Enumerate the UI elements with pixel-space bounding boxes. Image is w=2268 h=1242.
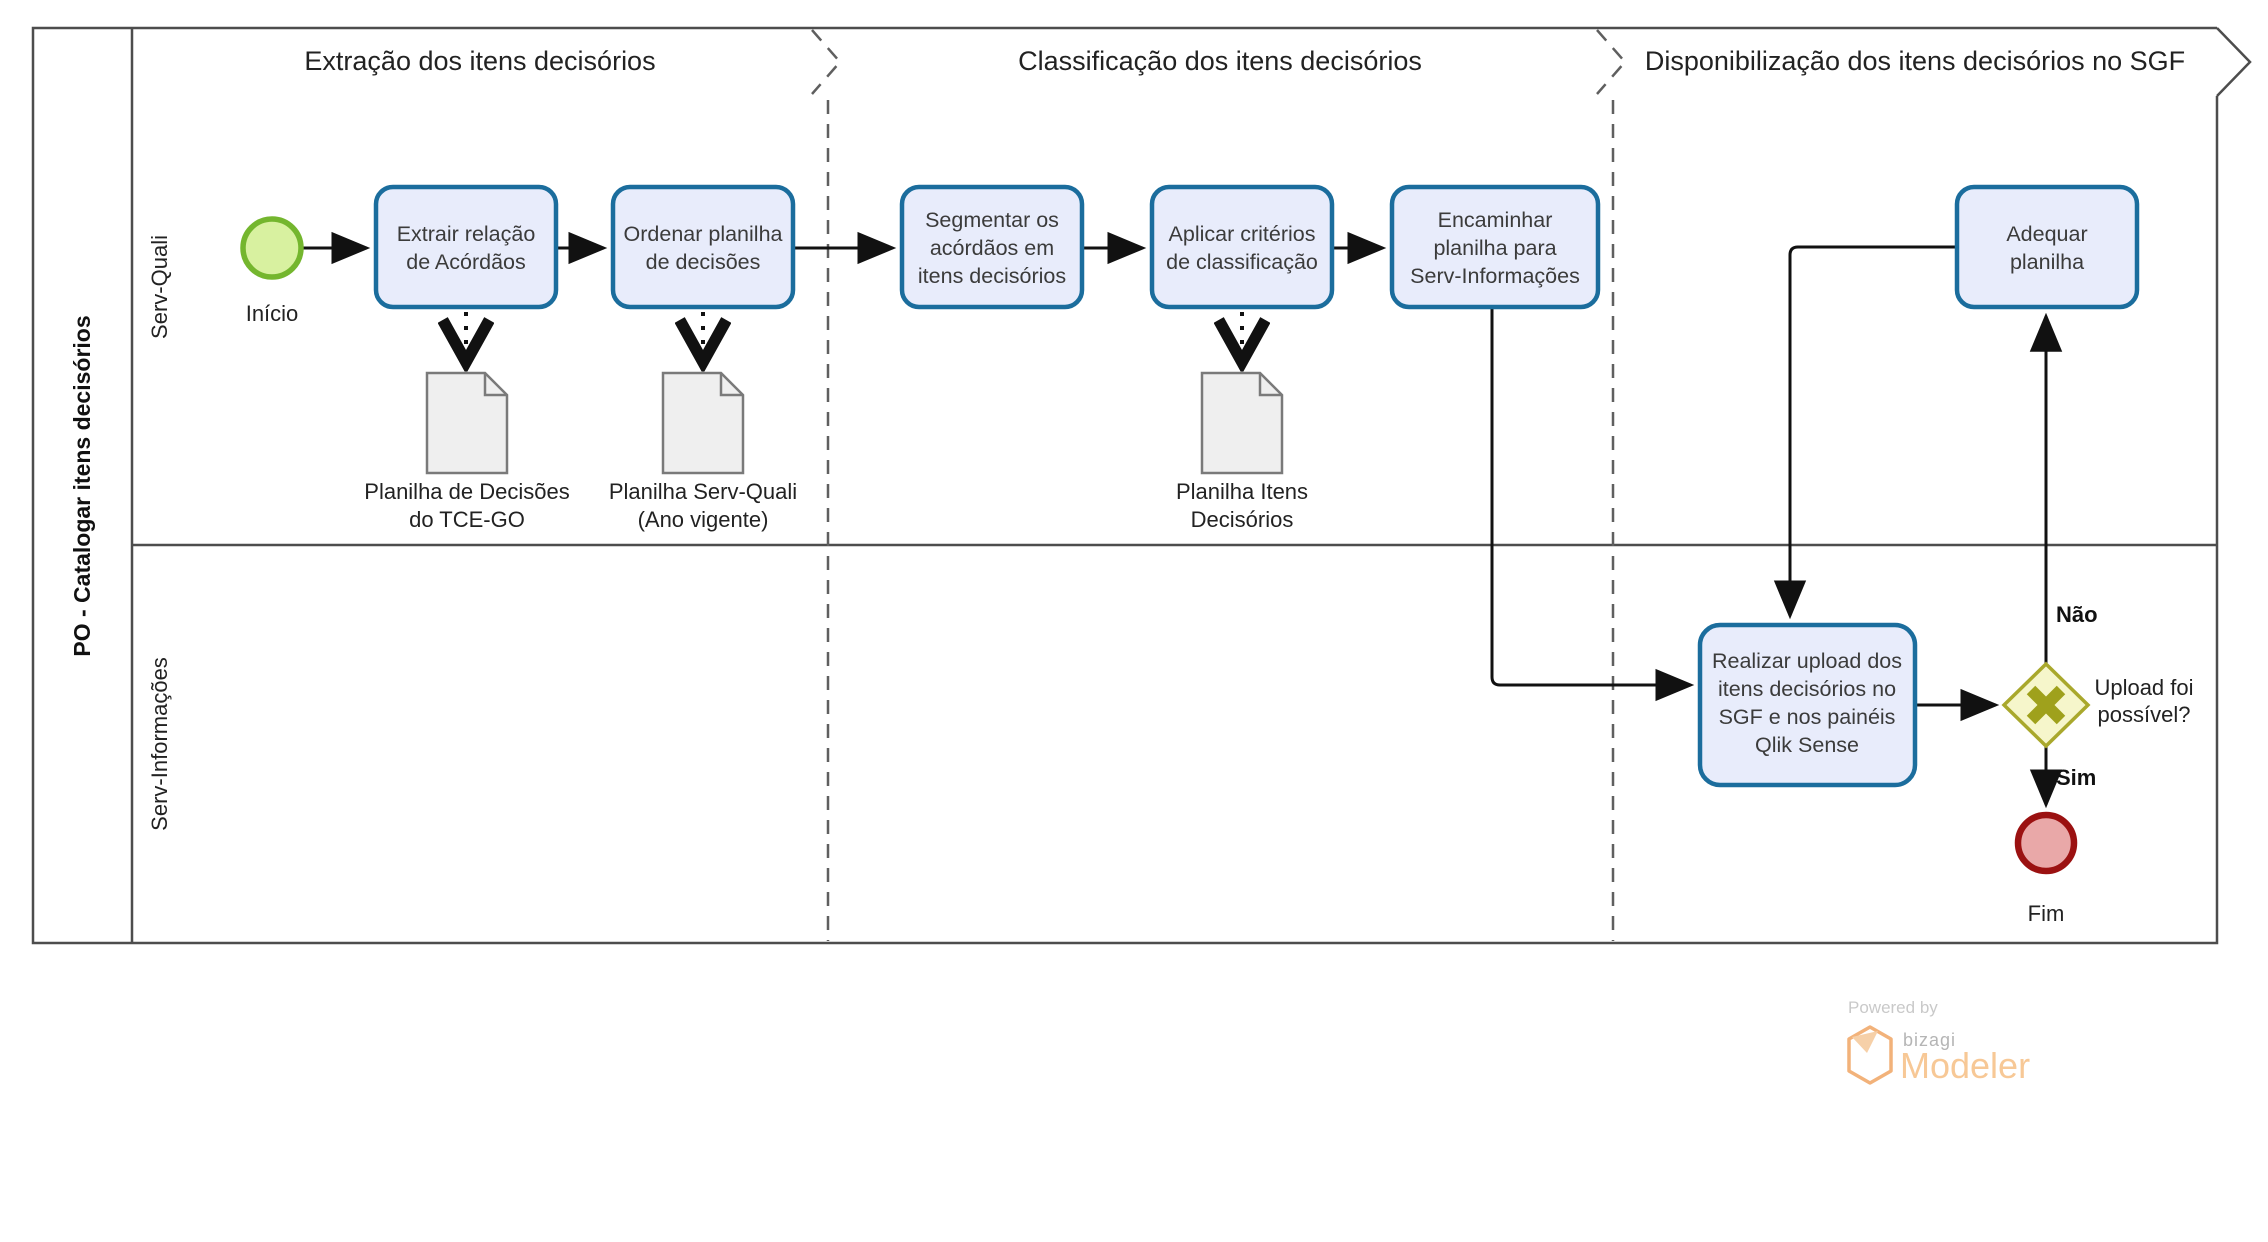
- task-segmentar-line2: acórdãos em: [930, 236, 1054, 260]
- task-encaminhar-line2: planilha para: [1433, 236, 1556, 260]
- task-upload-line4: Qlik Sense: [1755, 733, 1859, 757]
- task-ordenar-line2: de decisões: [646, 250, 761, 274]
- phase-extracao-label: Extração dos itens decisórios: [304, 46, 655, 76]
- phase-disponibilizacao-label: Disponibilização dos itens decisórios no…: [1645, 46, 2185, 76]
- end-event-circle[interactable]: [2014, 811, 2078, 875]
- task-upload-line1: Realizar upload dos: [1712, 649, 1902, 673]
- pool-banner-point: [2216, 27, 2252, 97]
- lane-serv-informacoes-label: Serv-Informações: [147, 657, 172, 831]
- start-event[interactable]: Início: [240, 216, 304, 326]
- task-segmentar-line3: itens decisórios: [918, 264, 1066, 288]
- task-segmentar-line1: Segmentar os: [925, 208, 1059, 232]
- lane-serv-quali-label: Serv-Quali: [147, 235, 172, 339]
- data-object-planilha-decisoes[interactable]: Planilha de Decisões do TCE-GO: [364, 371, 570, 532]
- task-ordenar-line1: Ordenar planilha: [624, 222, 783, 246]
- phase-classificacao-label: Classificação dos itens decisórios: [1018, 46, 1422, 76]
- bizagi-brand-label: bizagi: [1903, 1030, 1956, 1050]
- task-aplicar-criterios[interactable]: Aplicar critérios de classificação: [1149, 184, 1335, 310]
- phase-headers: Extração dos itens decisórios Classifica…: [304, 29, 2185, 941]
- pool-title: PO - Catalogar itens decisórios: [69, 315, 95, 656]
- phase-divider-1: [811, 29, 842, 941]
- doc-decisoes-line2: do TCE-GO: [409, 507, 525, 532]
- task-extrair-line1: Extrair relação: [397, 222, 536, 246]
- start-event-label: Início: [246, 301, 299, 326]
- phase-divider-2: [1596, 29, 1627, 941]
- powered-by-label: Powered by: [1848, 998, 1938, 1017]
- doc-decisoes-line1: Planilha de Decisões: [364, 479, 569, 504]
- gateway-yes-label: Sim: [2056, 765, 2096, 790]
- gateway-no-label: Não: [2056, 602, 2098, 627]
- task-aplicar-line1: Aplicar critérios: [1169, 222, 1316, 246]
- task-adequar-line1: Adequar: [2006, 222, 2087, 246]
- modeler-product-label: Modeler: [1900, 1045, 2030, 1086]
- task-realizar-upload[interactable]: Realizar upload dos itens decisórios no …: [1697, 622, 1918, 788]
- task-adequar-planilha[interactable]: Adequar planilha: [1954, 184, 2140, 310]
- task-segmentar-acordaos[interactable]: Segmentar os acórdãos em itens decisório…: [899, 184, 1085, 310]
- data-object-planilha-itens[interactable]: Planilha Itens Decisórios: [1176, 371, 1308, 532]
- task-extrair-line2: de Acórdãos: [406, 250, 526, 274]
- task-encaminhar-line1: Encaminhar: [1438, 208, 1553, 232]
- task-encaminhar-planilha[interactable]: Encaminhar planilha para Serv-Informaçõe…: [1389, 184, 1601, 310]
- bizagi-hexagon-icon: [1847, 1025, 1893, 1085]
- task-upload-line3: SGF e nos painéis: [1719, 705, 1896, 729]
- start-event-circle[interactable]: [240, 216, 304, 280]
- flow-encaminhar-to-upload[interactable]: [1490, 307, 1695, 702]
- pool-po-catalogar[interactable]: PO - Catalogar itens decisórios Serv-Qua…: [31, 26, 2252, 945]
- doc-itens-line1: Planilha Itens: [1176, 479, 1308, 504]
- end-event-label: Fim: [2028, 901, 2065, 926]
- associations: [466, 312, 1242, 362]
- gateway-upload-possivel[interactable]: Upload foi possível?: [2001, 661, 2194, 749]
- bizagi-modeler-watermark: Powered by bizagi Modeler: [1847, 998, 2030, 1086]
- sequence-flows: Não Sim: [301, 231, 2098, 809]
- task-aplicar-line2: de classificação: [1166, 250, 1318, 274]
- pool-border: [31, 26, 2219, 945]
- data-object-planilha-servquali[interactable]: Planilha Serv-Quali (Ano vigente): [609, 371, 797, 532]
- doc-servquali-line2: (Ano vigente): [638, 507, 769, 532]
- end-event[interactable]: Fim: [2014, 811, 2078, 926]
- doc-servquali-line1: Planilha Serv-Quali: [609, 479, 797, 504]
- flow-adequar-to-upload[interactable]: [1773, 245, 1957, 620]
- task-ordenar-planilha[interactable]: Ordenar planilha de decisões: [610, 184, 796, 310]
- task-adequar-line2: planilha: [2010, 250, 2084, 274]
- doc-itens-line2: Decisórios: [1191, 507, 1294, 532]
- gateway-question-line2: possível?: [2098, 702, 2191, 727]
- task-encaminhar-line3: Serv-Informações: [1410, 264, 1580, 288]
- task-upload-line2: itens decisórios no: [1718, 677, 1896, 701]
- task-extrair-relacao[interactable]: Extrair relação de Acórdãos: [373, 184, 559, 310]
- gateway-question-line1: Upload foi: [2094, 675, 2193, 700]
